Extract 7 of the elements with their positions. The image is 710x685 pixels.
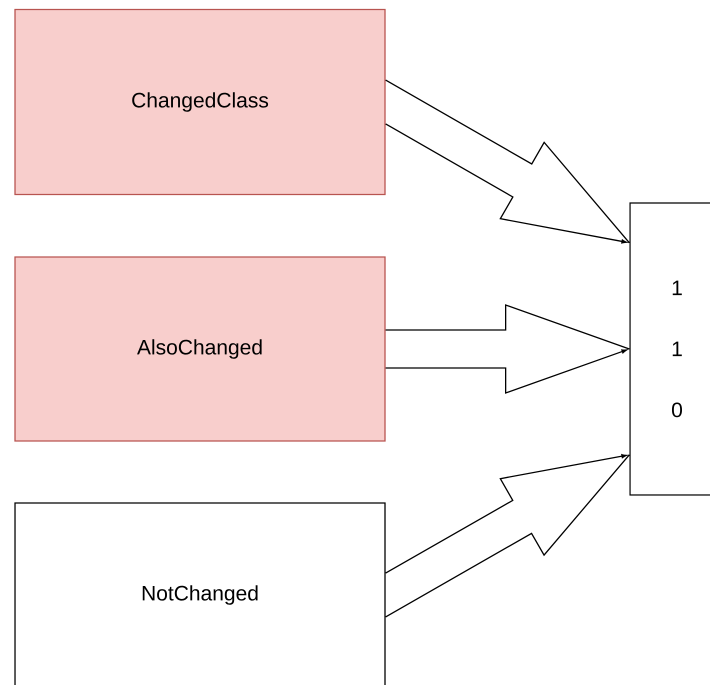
class-box: AlsoChanged	[14, 256, 386, 442]
block-arrow	[385, 304, 630, 394]
class-box: ChangedClass	[14, 8, 386, 196]
block-arrow	[385, 454, 630, 618]
block-arrow	[385, 79, 630, 244]
value-box: 1 1 0	[629, 202, 710, 496]
class-box: NotChanged	[14, 502, 386, 685]
